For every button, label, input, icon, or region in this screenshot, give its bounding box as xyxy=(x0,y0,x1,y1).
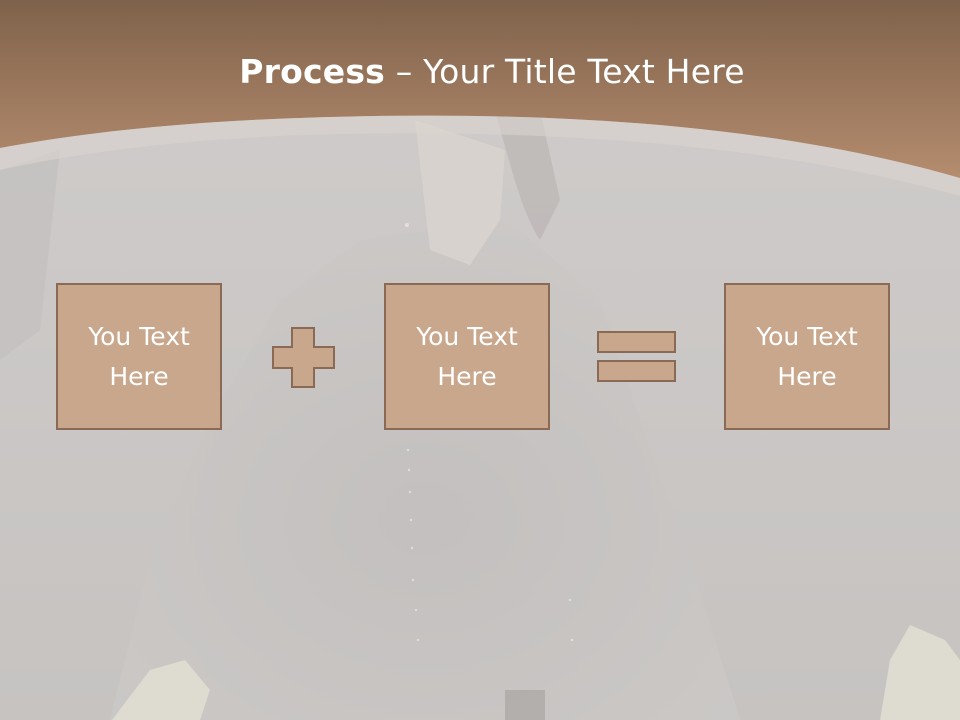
slide-title: Process – Your Title Text Here xyxy=(0,52,960,91)
title-bold: Process xyxy=(239,52,386,91)
process-box-1-label: You Text Here xyxy=(88,321,190,391)
process-box-3-label: You Text Here xyxy=(756,321,858,391)
process-box-3[interactable]: You Text Here xyxy=(724,283,890,430)
equals-icon xyxy=(597,331,676,382)
process-box-2[interactable]: You Text Here xyxy=(384,283,550,430)
title-rest: – Your Title Text Here xyxy=(385,52,745,91)
plus-icon xyxy=(272,327,335,388)
process-box-2-label: You Text Here xyxy=(416,321,518,391)
process-box-1[interactable]: You Text Here xyxy=(56,283,222,430)
